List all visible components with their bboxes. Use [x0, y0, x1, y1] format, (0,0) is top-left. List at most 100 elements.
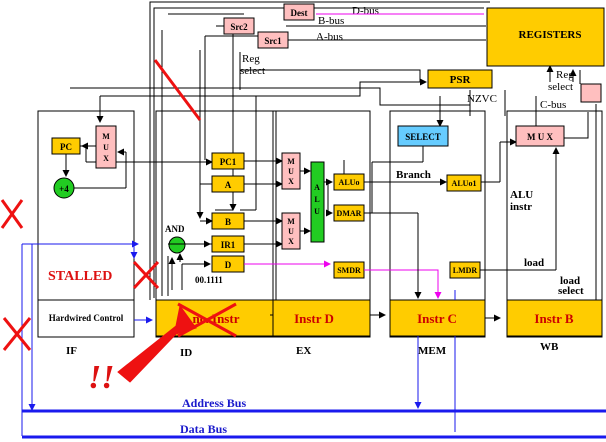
- hardwired-control-label: Hardwired Control: [49, 313, 124, 323]
- stalled-label: STALLED: [48, 269, 112, 284]
- id-b-box: B: [211, 212, 245, 230]
- mem-select-label: SELECT: [405, 132, 441, 142]
- ex-mux-bot-m: M: [287, 217, 295, 226]
- ex-instr-label: Instr D: [294, 311, 334, 326]
- ex-smdr-label: SMDR: [337, 266, 361, 275]
- a-bus-label: A-bus: [316, 31, 343, 43]
- ex-mux-bottom: M U X: [281, 212, 301, 250]
- reg-select-right-line2: select: [548, 81, 573, 93]
- if-mux-u: U: [103, 143, 109, 152]
- c-bus-label: C-bus: [540, 99, 566, 111]
- red-pointer-arrow: [117, 304, 197, 383]
- reg-select-left-line2: select: [240, 65, 265, 77]
- if-pc-label: PC: [60, 142, 72, 152]
- psr-label: PSR: [450, 74, 472, 86]
- hardwired-control-box: Hardwired Control: [37, 299, 135, 338]
- ex-mux-top-x: X: [288, 177, 294, 186]
- ex-stage-frame: [272, 110, 371, 338]
- registers-label: REGISTERS: [519, 29, 582, 41]
- id-a-box: A: [211, 175, 245, 193]
- wb-instr-label: Instr B: [534, 311, 573, 326]
- registers-block: REGISTERS: [486, 7, 605, 67]
- id-stage-label: ID: [180, 347, 192, 359]
- mem-lmdr-label: LMDR: [453, 266, 478, 275]
- if-mux-m: M: [102, 132, 110, 141]
- alu-instr-line1: ALU: [510, 189, 533, 201]
- src2-label: Src2: [230, 22, 248, 32]
- load-select-line1: load: [560, 275, 580, 287]
- id-pc1-box: PC1: [211, 152, 245, 170]
- wb-mux-label: M U X: [527, 132, 553, 142]
- if-adder: +4: [53, 177, 75, 199]
- dest-box: Dest: [283, 3, 315, 21]
- ex-mux-top-m: M: [287, 157, 295, 166]
- id-d-label: D: [225, 260, 232, 270]
- id-d-box: D: [211, 255, 245, 273]
- mem-lmdr-box: LMDR: [449, 261, 481, 279]
- id-a-label: A: [225, 180, 232, 190]
- and-label: AND: [165, 224, 185, 234]
- wb-stage-frame: [506, 110, 603, 338]
- ex-alu-u: U: [314, 207, 320, 216]
- wb-instr-box: Instr B: [506, 299, 603, 337]
- mem-stage-frame: [389, 110, 486, 338]
- ex-aluo-box: ALUo: [333, 173, 365, 191]
- nzvc-label: NZVC: [467, 93, 497, 105]
- if-adder-label: +4: [59, 184, 69, 194]
- ex-mux-bot-x: X: [288, 237, 294, 246]
- alu-instr-line2: instr: [510, 201, 532, 213]
- wb-stage-label: WB: [540, 341, 559, 353]
- reg-select-left-line1: Reg: [242, 53, 260, 65]
- id-ir1-box: IR1: [211, 235, 245, 253]
- src1-label: Src1: [264, 36, 282, 46]
- if-wiring: [62, 142, 213, 189]
- const-label: 00.1111: [195, 275, 223, 285]
- if-stage-label: IF: [66, 345, 77, 357]
- src1-box: Src1: [257, 31, 289, 49]
- d-bus-label: D-bus: [352, 5, 379, 17]
- id-b-label: B: [225, 217, 231, 227]
- id-and-gate: [168, 236, 186, 254]
- ex-mux-top: M U X: [281, 152, 301, 190]
- smdr-to-mem-line: [364, 269, 442, 299]
- psr-box: PSR: [427, 69, 493, 89]
- exclamation-marks: !!: [88, 359, 114, 396]
- mem-instr-label: Instr C: [417, 311, 457, 326]
- ex-mux-bot-u: U: [288, 227, 294, 236]
- ex-dmar-box: DMAR: [333, 204, 365, 222]
- branch-label: Branch: [396, 169, 431, 181]
- ex-instr-box: Instr D: [272, 299, 371, 337]
- id-pc1-label: PC1: [220, 157, 237, 167]
- mem-aluo1-label: ALUo1: [452, 179, 477, 188]
- wb-mux: M U X: [515, 125, 565, 147]
- if-mux-x: X: [103, 154, 109, 163]
- if-pc-box: PC: [51, 137, 81, 155]
- ex-mux-top-u: U: [288, 167, 294, 176]
- reg-select-right-line1: Reg: [556, 69, 574, 81]
- ex-smdr-box: SMDR: [333, 261, 365, 279]
- address-bus-label: Address Bus: [182, 396, 246, 410]
- ex-dmar-label: DMAR: [337, 209, 362, 218]
- dest-label: Dest: [291, 8, 308, 18]
- mem-stage-label: MEM: [418, 345, 447, 357]
- ex-stage-label: EX: [296, 345, 311, 357]
- if-mux: M U X: [95, 125, 117, 169]
- mem-wiring: [364, 138, 560, 322]
- data-bus-label: Data Bus: [180, 422, 227, 436]
- mem-aluo1-box: ALUo1: [446, 174, 482, 192]
- ex-aluo-label: ALUo: [339, 178, 360, 187]
- b-bus-label: B-bus: [318, 15, 344, 27]
- mem-instr-box: Instr C: [389, 299, 486, 337]
- reg-select-right-box: [580, 83, 602, 103]
- ex-alu-a: A: [314, 183, 320, 192]
- mem-select-box: SELECT: [397, 125, 449, 147]
- ex-alu: A L U: [310, 161, 325, 243]
- load-label: load: [524, 257, 544, 269]
- red-x-marks: [0, 59, 202, 351]
- load-select-line2: select: [558, 285, 584, 297]
- id-ir1-label: IR1: [221, 240, 236, 250]
- ex-alu-l: L: [314, 195, 319, 204]
- src2-box: Src2: [223, 17, 255, 35]
- id-wiring: [167, 157, 283, 296]
